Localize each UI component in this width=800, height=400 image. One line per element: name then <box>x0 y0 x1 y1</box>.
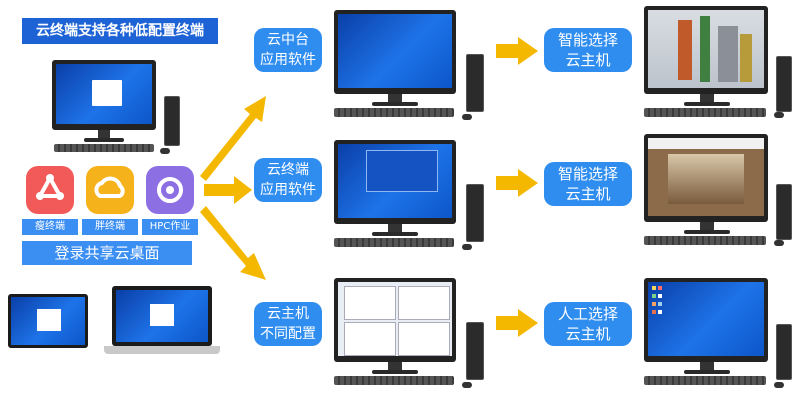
laptop-device <box>104 286 220 356</box>
thin-client-icon <box>26 166 74 214</box>
choice-label-smart-1: 智能选择 云主机 <box>544 28 632 72</box>
middle-pc-top <box>334 10 494 122</box>
hpc-cloud-icon <box>146 166 194 214</box>
fat-client-label: 胖终端 <box>82 219 138 235</box>
fat-client-icon <box>86 166 134 214</box>
client-pc <box>52 60 192 160</box>
arrow-to-top <box>200 96 266 181</box>
software-label-cloud-host: 云主机 不同配置 <box>254 302 322 346</box>
choice-label-manual: 人工选择 云主机 <box>544 302 632 346</box>
arrow-right-1 <box>496 37 538 65</box>
software-label-cloud-terminal: 云终端 应用软件 <box>254 158 322 202</box>
hpc-label: HPC作业 <box>142 219 198 235</box>
middle-pc-middle <box>334 140 494 252</box>
thin-client-label: 瘦终端 <box>22 219 78 235</box>
right-pc-bottom <box>644 278 800 394</box>
right-pc-top <box>644 6 800 122</box>
arrow-right-2 <box>496 169 538 197</box>
software-label-cloud-platform: 云中台 应用软件 <box>254 28 322 72</box>
choice-label-smart-2: 智能选择 云主机 <box>544 162 632 206</box>
tablet-device <box>8 294 88 348</box>
page-title: 云终端支持各种低配置终端 <box>22 18 218 44</box>
arrow-right-3 <box>496 309 538 337</box>
middle-pc-bottom <box>334 278 494 392</box>
right-pc-middle <box>644 134 800 250</box>
arrow-to-bottom <box>200 206 266 280</box>
arrow-to-middle <box>204 176 252 204</box>
login-shared-desktop-label: 登录共享云桌面 <box>22 241 192 265</box>
